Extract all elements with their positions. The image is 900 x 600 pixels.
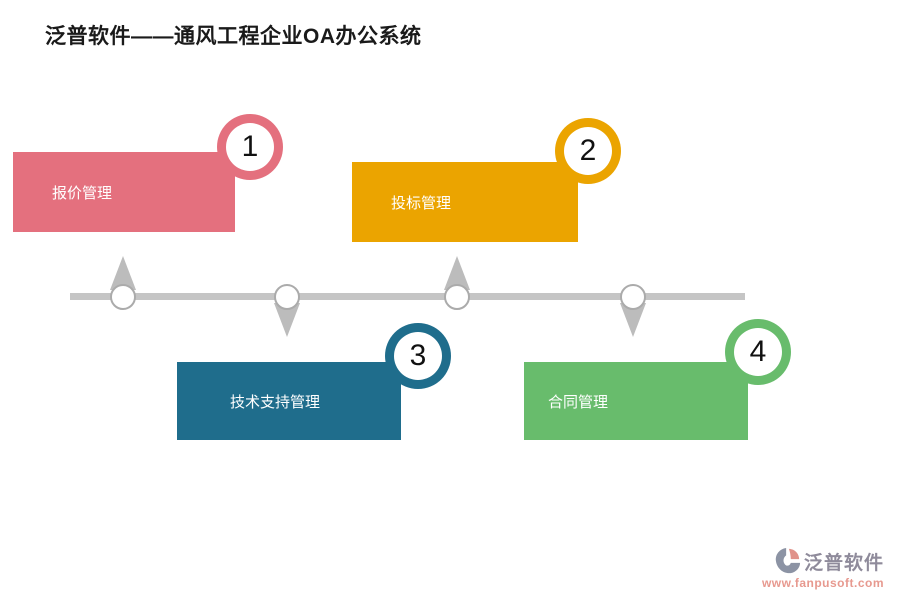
timeline-bar [70, 293, 745, 300]
timeline-node-3 [444, 284, 470, 310]
process-box-contract: 合同管理 [524, 362, 748, 440]
process-box-label: 投标管理 [391, 194, 452, 212]
process-box-tech-support: 技术支持管理 [177, 362, 401, 440]
process-box-label: 报价管理 [52, 184, 113, 202]
step-number: 4 [734, 328, 782, 376]
vendor-brand-name: 泛普软件 [803, 552, 884, 574]
process-box-bidding: 投标管理 [352, 162, 578, 242]
step-number-badge-4: 4 [725, 319, 791, 385]
process-box-label: 技术支持管理 [230, 393, 321, 411]
timeline-node-1 [110, 284, 136, 310]
fanpu-swirl-icon [775, 547, 801, 575]
step-number: 3 [394, 332, 442, 380]
process-box-quotation: 报价管理 [13, 152, 235, 232]
page-title: 泛普软件——通风工程企业OA办公系统 [45, 25, 422, 48]
process-box-label: 合同管理 [548, 393, 609, 411]
step-number-badge-2: 2 [555, 118, 621, 184]
step-number-badge-3: 3 [385, 323, 451, 389]
vendor-url: www.fanpusoft.com [761, 576, 884, 590]
timeline-node-4 [620, 284, 646, 310]
timeline-node-2 [274, 284, 300, 310]
step-number-badge-1: 1 [217, 114, 283, 180]
step-number: 1 [226, 123, 274, 171]
step-number: 2 [564, 127, 612, 175]
vendor-watermark: 泛普软件 www.fanpusoft.com [762, 547, 884, 590]
